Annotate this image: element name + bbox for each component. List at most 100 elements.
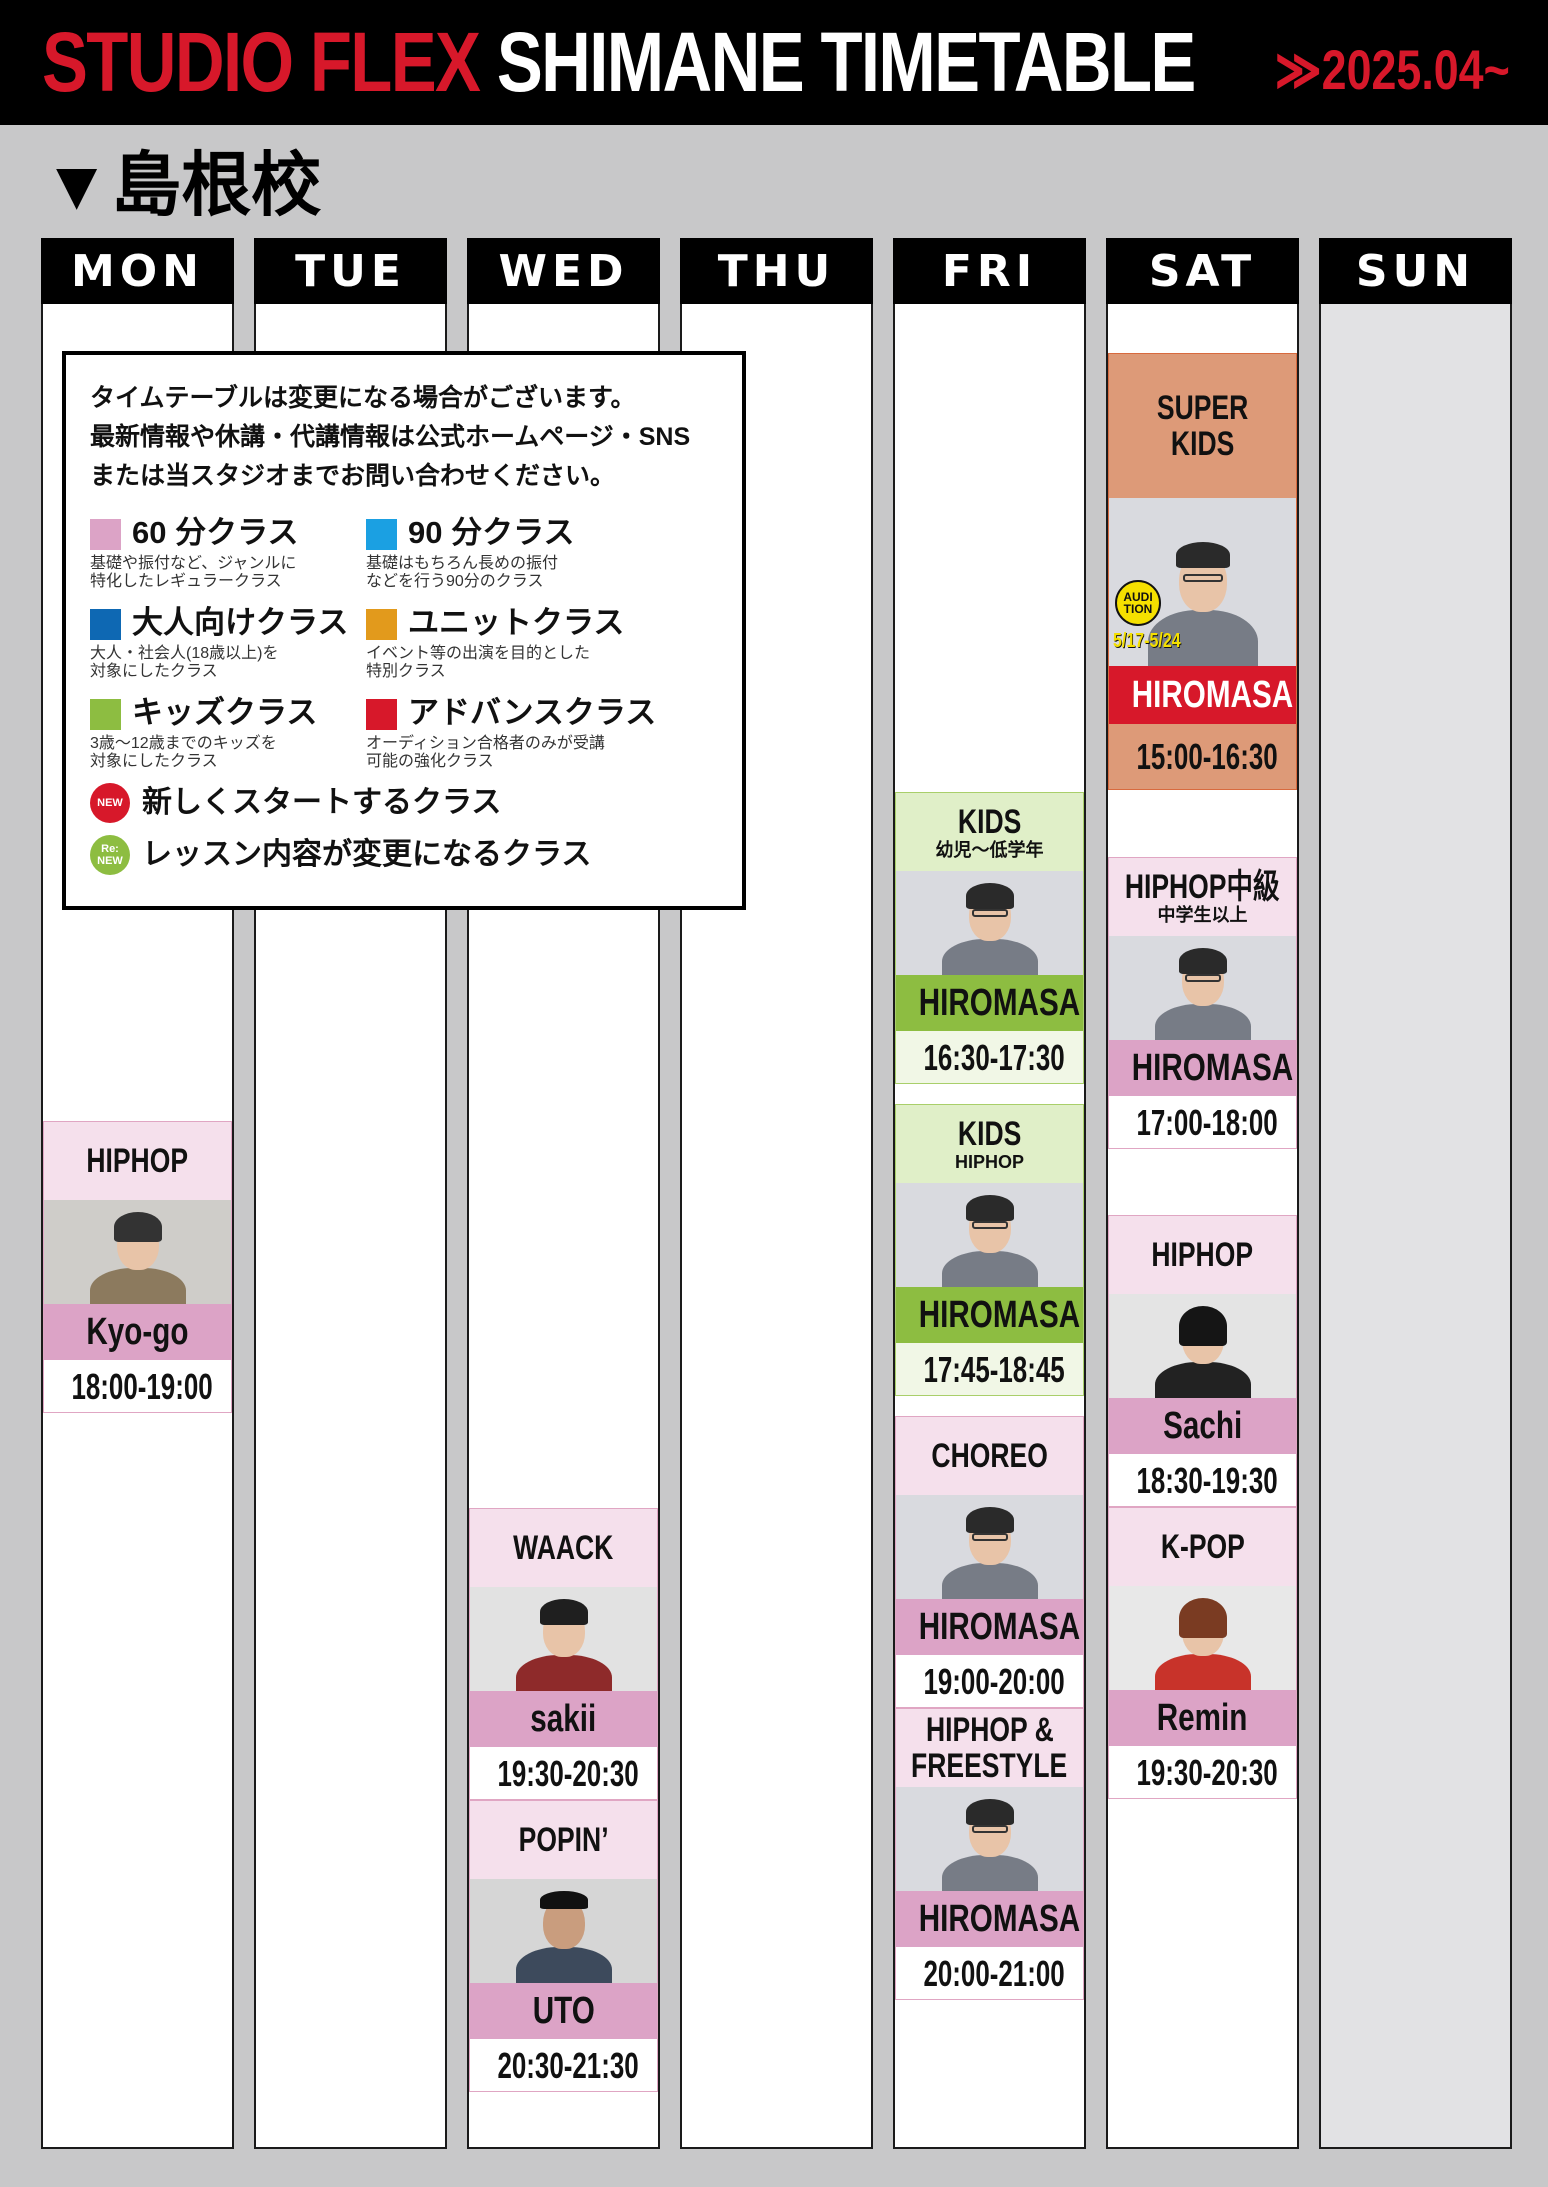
- class-card-fri-choreo[interactable]: CHOREO HIROMASA 19:00-20:00: [895, 1416, 1084, 1708]
- legend-desc: 基礎や振付など、ジャンルに特化したレギュラークラス: [90, 555, 297, 590]
- notice-line: タイムテーブルは変更になる場合がございます。: [90, 384, 636, 412]
- instructor-avatar: [1154, 946, 1251, 1040]
- instructor-name: HIROMASA: [1109, 1040, 1296, 1096]
- class-card-wed-popin[interactable]: POPIN’ UTO 20:30-21:30: [469, 1800, 658, 2092]
- legend-desc: オーディション合格者のみが受講可能の強化クラス: [366, 735, 605, 770]
- instructor-photo: [896, 1183, 1083, 1287]
- legend-swatch: [90, 519, 121, 550]
- instructor-name: HIROMASA: [896, 1891, 1083, 1947]
- instructor-avatar: [89, 1210, 186, 1304]
- instructor-name: UTO: [470, 1983, 657, 2039]
- new-badge-icon: NEW: [90, 783, 130, 823]
- instructor-photo: [1109, 1294, 1296, 1398]
- day-header-sat: SAT: [1106, 238, 1299, 304]
- legend-title: 60 分クラス: [132, 515, 299, 550]
- page-title: STUDIO FLEX SHIMANE TIMETABLE: [42, 14, 1197, 110]
- legend-title: ユニットクラス: [408, 605, 625, 640]
- instructor-avatar: [941, 1505, 1038, 1599]
- legend-swatch: [366, 519, 397, 550]
- instructor-name: HIROMASA: [896, 1599, 1083, 1655]
- legend-title: アドバンスクラス: [408, 695, 657, 730]
- new-badge-text: 新しくスタートするクラス: [142, 786, 502, 819]
- school-name: ▼島根校: [42, 146, 322, 224]
- audition-badge: AUDI TION: [1115, 580, 1161, 626]
- notice-box: タイムテーブルは変更になる場合がございます。 最新情報や休講・代講情報は公式ホー…: [62, 351, 746, 910]
- class-time: 20:00-21:00: [896, 1947, 1083, 1999]
- legend-desc: 3歳～12歳までのキッズを対象にしたクラス: [90, 735, 277, 770]
- instructor-name: Kyo-go: [44, 1304, 231, 1360]
- instructor-photo: [896, 871, 1083, 975]
- instructor-avatar: [1147, 532, 1258, 666]
- day-header-mon: MON: [41, 238, 234, 304]
- instructor-avatar: [515, 1597, 612, 1691]
- instructor-photo: [896, 1787, 1083, 1891]
- class-card-sat-hiphop[interactable]: HIPHOP Sachi 18:30-19:30: [1108, 1215, 1297, 1507]
- class-time: 19:30-20:30: [470, 1747, 657, 1799]
- legend-desc: 大人・社会人(18歳以上)を対象にしたクラス: [90, 645, 279, 680]
- notice-line: または当スタジオまでお問い合わせください。: [90, 462, 616, 490]
- instructor-photo: [1109, 936, 1296, 1040]
- legend-desc: イベント等の出演を目的とした特別クラス: [366, 645, 591, 680]
- legend-title: 90 分クラス: [408, 515, 575, 550]
- title-brand: STUDIO FLEX: [42, 15, 481, 109]
- class-card-sat-hiphop-intermediate[interactable]: HIPHOP中級中学生以上 HIROMASA 17:00-18:00: [1108, 857, 1297, 1149]
- class-time: 18:30-19:30: [1109, 1454, 1296, 1506]
- instructor-photo: [896, 1495, 1083, 1599]
- class-time: 18:00-19:00: [44, 1360, 231, 1412]
- legend-swatch: [366, 609, 397, 640]
- instructor-name: HIROMASA: [896, 975, 1083, 1031]
- instructor-photo: [1109, 1586, 1296, 1690]
- class-card-sat-kpop[interactable]: K-POP Remin 19:30-20:30: [1108, 1507, 1297, 1799]
- class-time: 15:00-16:30: [1109, 724, 1296, 789]
- legend-swatch: [366, 699, 397, 730]
- legend-title: 大人向けクラス: [132, 605, 349, 640]
- instructor-name: HIROMASA: [896, 1287, 1083, 1343]
- instructor-name: Remin: [1109, 1690, 1296, 1746]
- class-card-mon-hiphop[interactable]: HIPHOP Kyo-go 18:00-19:00: [43, 1121, 232, 1413]
- legend-desc: 基礎はもちろん長めの振付などを行う90分のクラス: [366, 555, 559, 590]
- instructor-photo: [470, 1587, 657, 1691]
- day-header-tue: TUE: [254, 238, 447, 304]
- legend-swatch: [90, 609, 121, 640]
- instructor-avatar: [1154, 1304, 1251, 1398]
- class-time: 19:00-20:00: [896, 1655, 1083, 1707]
- class-time: 16:30-17:30: [896, 1031, 1083, 1083]
- notice-line: 最新情報や休講・代講情報は公式ホームページ・SNS: [90, 423, 691, 451]
- class-time: 19:30-20:30: [1109, 1746, 1296, 1798]
- day-header-thu: THU: [680, 238, 873, 304]
- class-time: 17:45-18:45: [896, 1343, 1083, 1395]
- renew-badge-icon: Re: NEW: [90, 835, 130, 875]
- instructor-name: Sachi: [1109, 1398, 1296, 1454]
- instructor-name: sakii: [470, 1691, 657, 1747]
- instructor-photo: [470, 1879, 657, 1983]
- class-name: POPIN’: [470, 1801, 657, 1879]
- instructor-photo: AUDI TION 5/17-5/24: [1109, 498, 1296, 666]
- instructor-avatar: [515, 1889, 612, 1983]
- class-time: 20:30-21:30: [470, 2039, 657, 2091]
- class-card-fri-hiphop-freestyle[interactable]: HIPHOP &FREESTYLE HIROMASA 20:00-21:00: [895, 1708, 1084, 2000]
- class-time: 17:00-18:00: [1109, 1096, 1296, 1148]
- instructor-avatar: [941, 1193, 1038, 1287]
- audition-date: 5/17-5/24: [1113, 630, 1181, 652]
- legend-swatch: [90, 699, 121, 730]
- class-card-wed-waack[interactable]: WAACK sakii 19:30-20:30: [469, 1508, 658, 1800]
- class-name: HIPHOP &FREESTYLE: [896, 1709, 1083, 1787]
- title-rest: SHIMANE TIMETABLE: [496, 15, 1197, 109]
- header: STUDIO FLEX SHIMANE TIMETABLE ≫2025.04~: [0, 0, 1548, 125]
- class-name: WAACK: [470, 1509, 657, 1587]
- instructor-avatar: [941, 881, 1038, 975]
- instructor-avatar: [1154, 1596, 1251, 1690]
- class-name: K-POP: [1109, 1508, 1296, 1586]
- column-sun: SUN: [1319, 238, 1512, 2149]
- instructor-avatar: [941, 1797, 1038, 1891]
- class-name: HIPHOP中級中学生以上: [1109, 858, 1296, 936]
- day-header-sun: SUN: [1319, 238, 1512, 304]
- instructor-name: HIROMASA: [1109, 666, 1296, 724]
- class-name: CHOREO: [896, 1417, 1083, 1495]
